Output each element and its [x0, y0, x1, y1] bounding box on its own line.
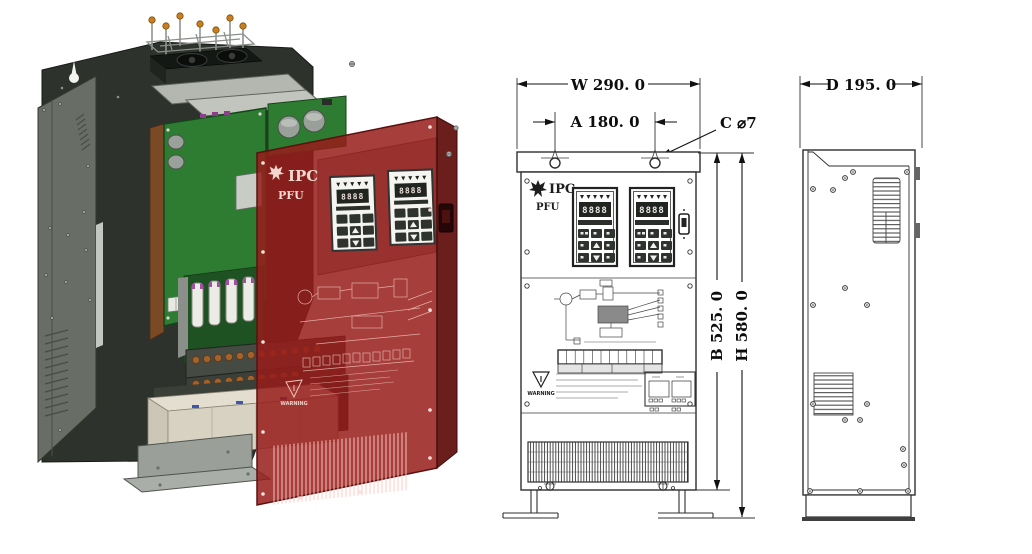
side-outline	[802, 149, 920, 496]
side-panel-screws	[42, 102, 92, 432]
dimension-hole-callout: C ⌀7	[660, 114, 757, 157]
down-arrow-key-icon	[352, 240, 360, 247]
red-panel-side-face	[436, 116, 458, 470]
red-warning-block: WARNING	[280, 369, 399, 407]
film-capacitors	[178, 265, 265, 365]
warning-text-lines	[556, 373, 646, 399]
red-vent-slats	[271, 432, 408, 505]
down-arrow-key-icon	[410, 234, 418, 241]
front-keypad-left: 8888	[571, 186, 619, 268]
up-arrow-key-icon	[409, 221, 417, 228]
side-hinge-tab	[915, 223, 920, 238]
exploded-view: 8888 8888	[37, 12, 459, 506]
rocker-switch-inner	[442, 210, 450, 223]
front-connector-panel	[644, 371, 696, 412]
dim-depth-label: D 195. 0	[826, 76, 896, 94]
red-terminal-strip	[302, 348, 415, 372]
side-panel-vents-bottom	[44, 329, 69, 417]
dim-pitch-label: A 180. 0	[569, 113, 639, 131]
dimension-hole-pitch: A 180. 0	[533, 112, 677, 152]
front-selector-switch	[678, 209, 690, 239]
front-warning-block: WARNING	[527, 371, 646, 399]
floating-screws	[349, 61, 459, 157]
side-screws	[807, 169, 911, 494]
exploded-warning-label: WARNING	[280, 401, 307, 407]
exploded-display-right: 8888	[399, 186, 423, 196]
dimension-depth: D 195. 0	[799, 76, 923, 148]
exploded-keypad-right: 8888	[386, 168, 436, 246]
front-terminal-strip	[557, 349, 663, 374]
exploded-keypad-left: 8888	[328, 174, 378, 252]
dim-hole-label: C ⌀7	[720, 114, 757, 132]
exploded-display-left: 8888	[341, 192, 365, 202]
exploded-model: PFU	[278, 189, 304, 202]
front-bottom-screws	[538, 481, 675, 491]
top-screws	[148, 12, 247, 58]
screw-bracket-frame	[145, 31, 256, 53]
red-wiring-diagram	[297, 278, 433, 345]
dim-width-label: W 290. 0	[570, 76, 645, 94]
up-arrow-key-icon	[650, 242, 657, 248]
front-view: W 290. 0 A 180. 0 C ⌀7	[502, 76, 757, 519]
chassis-rail	[96, 222, 103, 348]
front-feet	[502, 490, 714, 519]
dim-h-label: H 580. 0	[733, 290, 751, 362]
side-vent-grille-upper	[872, 177, 901, 244]
heatsink-strip	[149, 123, 165, 341]
back-keyhole-mount	[60, 61, 120, 99]
down-arrow-key-icon	[593, 255, 600, 261]
maple-leaf-icon	[529, 180, 547, 197]
mounting-keyhole-right	[641, 148, 669, 169]
up-arrow-key-icon	[351, 227, 359, 234]
front-display-left: 8888	[582, 206, 608, 216]
front-keypad-right: 8888	[628, 186, 676, 268]
dimension-h-height: H 580. 0	[658, 153, 755, 519]
front-logo: IPC PFU	[529, 180, 575, 213]
down-arrow-key-icon	[650, 255, 657, 261]
side-view: D 195. 0	[799, 76, 923, 521]
fan-assembly	[149, 47, 263, 84]
maple-leaf-icon	[267, 164, 285, 181]
dimension-width: W 290. 0	[516, 76, 701, 149]
top-mounting-bracket	[516, 151, 701, 173]
front-wiring-diagram	[554, 279, 664, 345]
front-warning-label: WARNING	[527, 391, 554, 397]
front-vent-grille	[527, 441, 689, 483]
exploded-logo: IPC	[288, 167, 318, 185]
red-panel-artwork: IPC PFU	[261, 125, 433, 505]
dim-b-label: B 525. 0	[708, 291, 726, 361]
front-display-right: 8888	[639, 206, 665, 216]
front-model-text: PFU	[536, 202, 560, 213]
mounting-keyhole-left	[541, 148, 569, 169]
side-hinge-tab	[915, 167, 920, 180]
side-foot	[802, 494, 915, 521]
mounting-foot	[122, 433, 272, 493]
side-vent-grille-lower	[813, 372, 854, 416]
front-logo-text: IPC	[549, 182, 575, 197]
red-panel-screws	[261, 125, 432, 500]
up-arrow-key-icon	[593, 242, 600, 248]
dimension-b-height: B 525. 0	[696, 152, 754, 491]
side-panel-vents-top	[75, 113, 91, 151]
left-side-panel	[37, 75, 97, 464]
